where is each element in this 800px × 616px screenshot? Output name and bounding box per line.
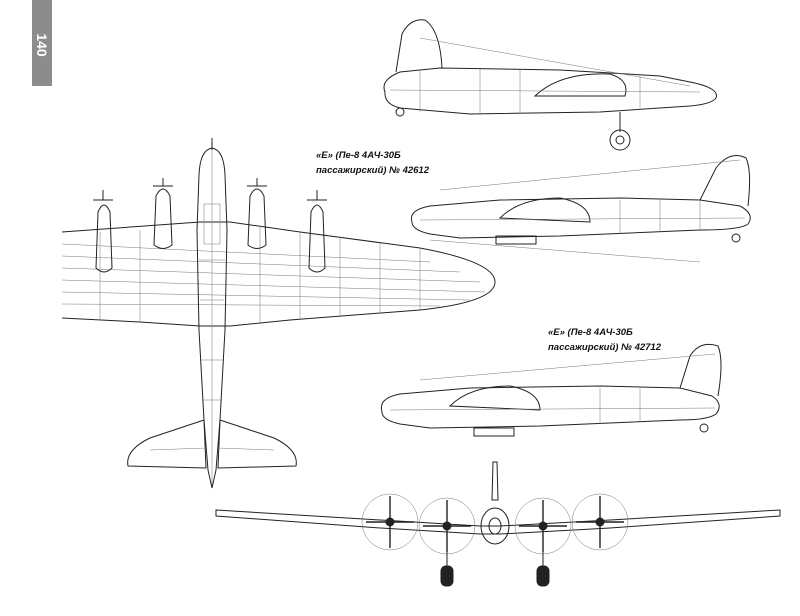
side3-fin — [679, 343, 722, 397]
front-right-wheel — [536, 565, 550, 587]
caption-side-view-bottom: «Е» (Пе-8 4АЧ-30Б пассажирский) № 42712 — [548, 325, 661, 355]
side-view-3-drawing — [380, 343, 722, 437]
side1-cockpit-glazing — [533, 73, 627, 97]
plan-wing-outline — [61, 221, 496, 327]
front-left-wheel — [440, 565, 454, 587]
caption-line: «Е» (Пе-8 4АЧ-30Б — [316, 150, 401, 161]
side1-main-wheel — [609, 129, 631, 151]
caption-line: пассажирский) № 42612 — [316, 165, 429, 176]
side3-landing-gear — [473, 427, 515, 437]
caption-line: пассажирский) № 42712 — [548, 342, 661, 353]
front-view-drawing — [215, 461, 781, 587]
side1-fin — [395, 19, 443, 73]
plan-nacelles — [93, 178, 327, 273]
page-tab — [32, 0, 52, 86]
front-propeller-discs — [361, 493, 629, 555]
plan-view-drawing — [61, 138, 496, 489]
side2-fin — [699, 155, 751, 207]
plan-fuselage — [196, 147, 228, 489]
front-fin — [491, 461, 499, 501]
caption-line: «Е» (Пе-8 4АЧ-30Б — [548, 327, 633, 338]
front-wing-outline — [215, 509, 781, 535]
side-view-2-drawing — [410, 155, 751, 263]
front-fuselage — [480, 507, 510, 545]
plan-tailplane — [127, 419, 207, 469]
side3-cockpit-glazing — [448, 385, 541, 411]
caption-side-view-top: «Е» (Пе-8 4АЧ-30Б пассажирский) № 42612 — [316, 148, 429, 178]
side2-cockpit-glazing — [498, 197, 591, 223]
side2-landing-gear — [495, 235, 537, 245]
side-view-1-drawing — [383, 19, 717, 151]
